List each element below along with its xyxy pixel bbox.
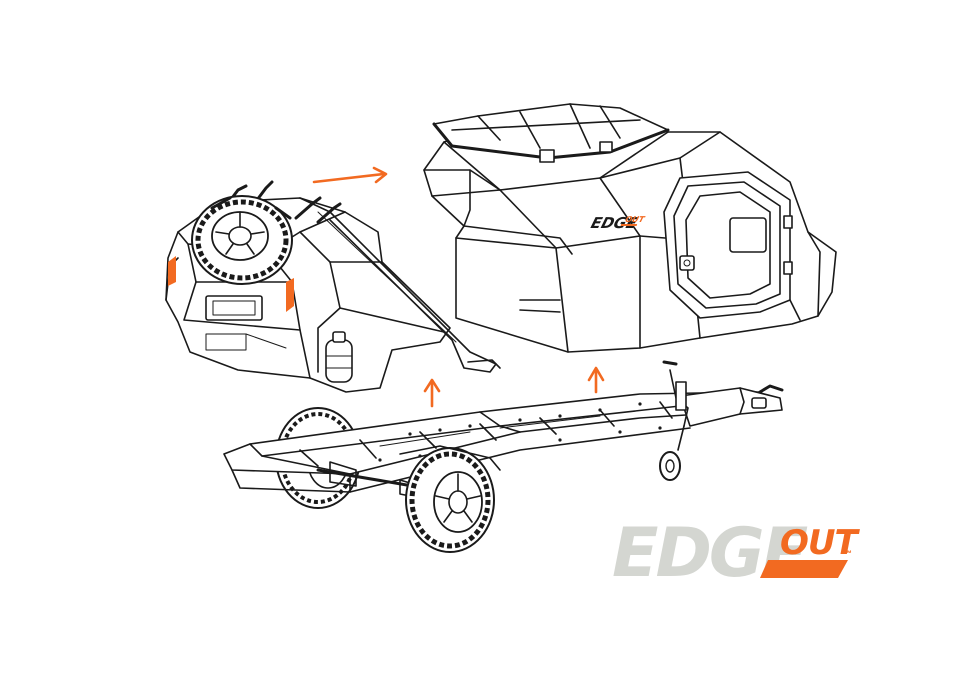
- off-road-chassis: [223, 360, 784, 553]
- wheel-icon: [405, 447, 495, 553]
- pod-badge-suffix: OUT: [624, 214, 647, 224]
- pod-badge-logo: EDGE OUT: [589, 214, 647, 232]
- brand-logo-tm: ™: [844, 549, 852, 558]
- arrow-right-icon: [312, 166, 388, 184]
- brand-logo-suffix: OUT: [780, 523, 861, 563]
- brand-logo-main: EDGE: [612, 514, 808, 593]
- brand-logo-swoosh: [760, 560, 848, 578]
- living-pod: EDGE OUT: [423, 103, 837, 353]
- spare-tire-icon: [191, 195, 293, 285]
- pod-badge-main: EDGE: [589, 214, 640, 232]
- brand-logo: EDGE OUT ™: [612, 514, 862, 593]
- reflector-right: [286, 278, 294, 312]
- arrow-up-icon: [587, 366, 605, 394]
- jockey-wheel-icon: [659, 425, 685, 481]
- gas-bottle-icon: [325, 331, 353, 383]
- front-storage-module: [165, 180, 501, 393]
- arrow-up-icon: [423, 378, 441, 408]
- reflector-left: [168, 256, 176, 286]
